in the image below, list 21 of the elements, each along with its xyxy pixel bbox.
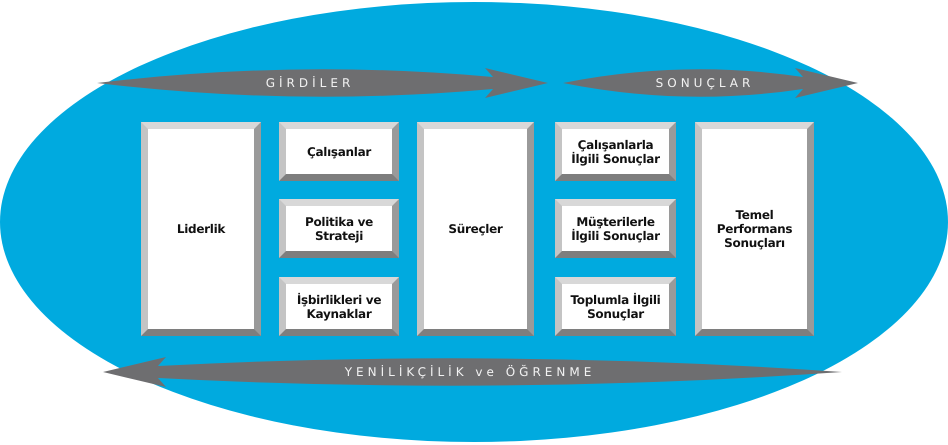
criterion-box [695, 122, 814, 336]
arrow-label: GİRDİLER [266, 76, 354, 90]
criterion-box [555, 277, 676, 336]
criterion-box [555, 199, 676, 258]
criterion-label: İşbirlikleri ve Kaynaklar [296, 292, 382, 320]
criterion-box [279, 277, 399, 336]
criterion-box [279, 199, 399, 258]
criterion-label: Çalışanlar [306, 144, 372, 158]
arrow-label: SONUÇLAR [656, 76, 754, 90]
arrow-label: YENİLİKÇİLİK ve ÖĞRENME [344, 365, 596, 379]
criterion-label: Politika ve Strateji [304, 214, 374, 242]
criterion-label: Müşterilerle İlgili Sonuçlar [570, 214, 661, 242]
criterion-label: Liderlik [176, 222, 226, 236]
criterion-box [555, 122, 676, 181]
criterion-label: Çalışanlarla İlgili Sonuçlar [570, 138, 661, 166]
criterion-label: Toplumla İlgili Sonuçlar [570, 292, 662, 320]
criterion-box [417, 122, 534, 336]
criterion-label: Süreçler [448, 222, 503, 236]
criterion-label: Temel Performans Sonuçları [716, 208, 794, 250]
criterion-box [141, 122, 261, 336]
criterion-box [279, 122, 399, 181]
